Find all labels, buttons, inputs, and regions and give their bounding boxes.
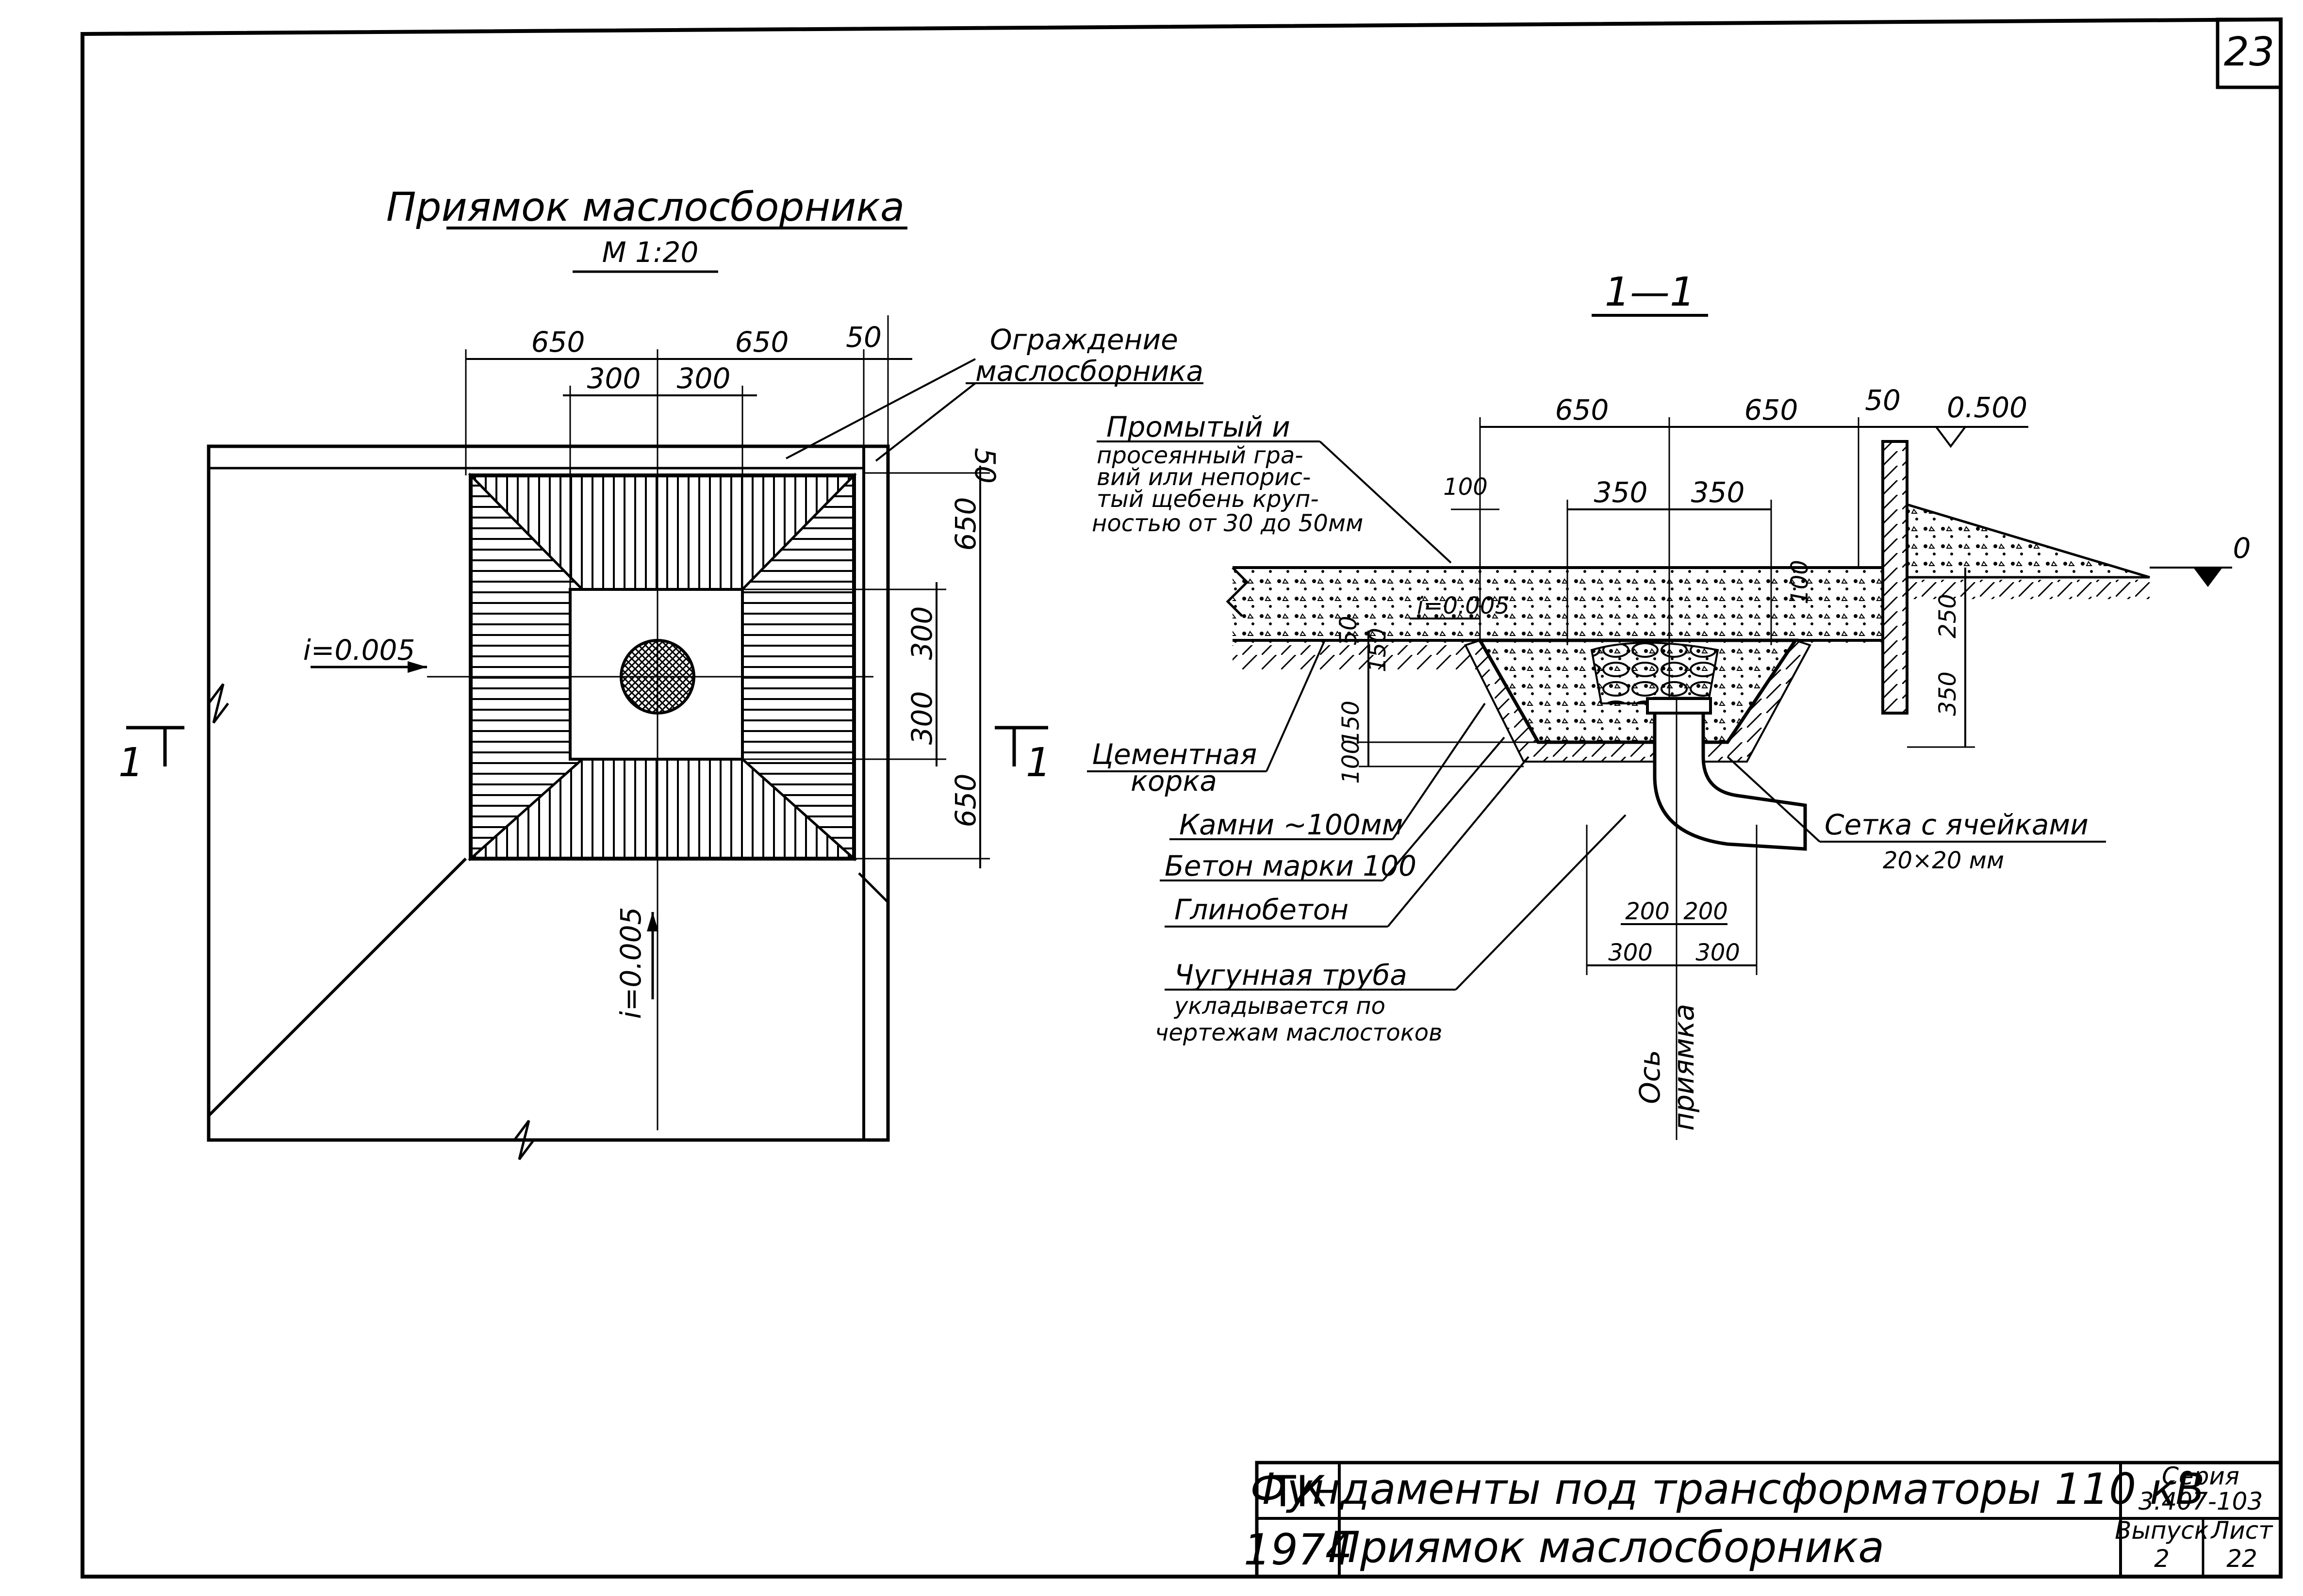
- section-dim-v-150b: 150: [1337, 700, 1365, 745]
- plan-dim-right-650-bottom: 650: [949, 774, 982, 828]
- plan-dim-right-300-bottom: 300: [905, 691, 938, 745]
- tb-org: ТК: [1269, 1466, 1326, 1516]
- section-dim-350-left: 350: [1594, 476, 1648, 509]
- mesh-label-line1: Сетка с ячейками: [1825, 808, 2089, 841]
- axis-label-line1: Ось: [1633, 1050, 1666, 1104]
- tb-year: 1974: [1244, 1525, 1352, 1575]
- gravel-label-line3: вий или непорис-: [1097, 464, 1311, 491]
- section-view: 1—1 0.500 0 650 650 50: [1087, 269, 2251, 1140]
- plan-section-mark-left: 1: [118, 740, 144, 786]
- plan-dim-650-right: 650: [735, 326, 789, 358]
- plan-dim-right-50: 50: [969, 448, 1002, 484]
- gravel-label-line4: тый щебень круп-: [1097, 486, 1319, 513]
- stones-label: Камни ~100мм: [1179, 808, 1403, 841]
- sheet-frame: 23: [81, 17, 2283, 1579]
- title-block: ТК 1974 Фундаменты под трансформаторы 11…: [1244, 1461, 2283, 1579]
- section-title: 1—1: [1605, 269, 1695, 315]
- concrete-label: Бетон марки 100: [1165, 849, 1416, 882]
- cast-iron-pipe: [1653, 697, 1807, 851]
- gravel-label-line1: Промытый и: [1106, 410, 1290, 443]
- mesh-label-line2: 20×20 мм: [1883, 847, 2004, 874]
- section-level-zero: 0: [2233, 532, 2251, 565]
- pipe-label-line1: Чугунная труба: [1174, 959, 1407, 992]
- tb-series-label: Серия: [2162, 1462, 2239, 1490]
- page-number: 23: [2224, 29, 2274, 75]
- plan-dim-50: 50: [846, 321, 882, 354]
- gravel-label-line5: ностью от 30 до 50мм: [1092, 510, 1363, 537]
- section-dim-v-150a: 150: [1364, 628, 1391, 672]
- cement-label-line1: Цементная: [1092, 738, 1257, 771]
- section-dim-350-right: 350: [1691, 476, 1745, 509]
- section-dim-v-100: 100: [1337, 739, 1365, 784]
- fence-label-line1: Ограждение: [990, 323, 1178, 356]
- fence-wall: [1881, 440, 1908, 715]
- plan-dim-300-left: 300: [587, 362, 641, 395]
- axis-label-line2: приямка: [1667, 1004, 1700, 1131]
- plan-scale: М 1:20: [602, 236, 699, 269]
- section-dim-200-right: 200: [1683, 898, 1728, 925]
- clay-concrete-label: Глинобетон: [1174, 893, 1349, 926]
- gravel-label-line2: просеянный гра-: [1097, 442, 1303, 469]
- section-dim-200-left: 200: [1625, 898, 1670, 925]
- pipe-label-line2: укладывается по: [1173, 993, 1385, 1020]
- plan-dim-300-right: 300: [677, 362, 731, 395]
- plan-slope-bottom: i=0.005: [614, 907, 647, 1019]
- section-dim-v-50: 50: [1335, 616, 1362, 645]
- tb-series: 3.407-103: [2138, 1487, 2263, 1515]
- section-dim-v-250: 250: [1934, 594, 1961, 638]
- tb-drawing: Приямок маслосборника: [1328, 1522, 1884, 1572]
- section-dim-300-left: 300: [1608, 939, 1653, 966]
- section-dim-650-right: 650: [1744, 393, 1798, 426]
- tb-project: Фундаменты под трансформаторы 110 кВ: [1250, 1464, 2204, 1514]
- tb-issue: 2: [2154, 1545, 2170, 1573]
- section-dim-100-right: 100: [1786, 560, 1813, 604]
- section-dim-v-350: 350: [1934, 671, 1961, 716]
- section-dim-650-left: 650: [1555, 393, 1609, 426]
- tb-sheet: 22: [2226, 1545, 2257, 1573]
- page-number-box: [2216, 17, 2283, 89]
- plan-dim-right-300-top: 300: [905, 606, 938, 660]
- section-dim-50: 50: [1865, 384, 1901, 417]
- section-slope: i=0.005: [1417, 592, 1510, 619]
- section-dim-300-right: 300: [1695, 939, 1740, 966]
- section-dim-100-left: 100: [1443, 473, 1488, 501]
- plan-title: Приямок маслосборника: [386, 184, 905, 230]
- section-level-top: 0.500: [1947, 391, 2027, 424]
- plan-dim-650-left: 650: [531, 326, 585, 358]
- cement-label-line2: корка: [1131, 765, 1217, 798]
- tb-sheet-label: Лист: [2210, 1516, 2274, 1545]
- pipe-label-line3: чертежам маслостоков: [1155, 1019, 1442, 1046]
- plan-view: Приямок маслосборника М 1:20 650 650 50: [118, 184, 1203, 1160]
- plan-slope-left: i=0.005: [303, 634, 415, 667]
- plan-section-mark-right: 1: [1026, 740, 1051, 786]
- tb-issue-label: Выпуск: [2115, 1516, 2209, 1545]
- fence-label-line2: маслосборника: [975, 355, 1203, 388]
- plan-dim-right-650-top: 650: [949, 497, 982, 551]
